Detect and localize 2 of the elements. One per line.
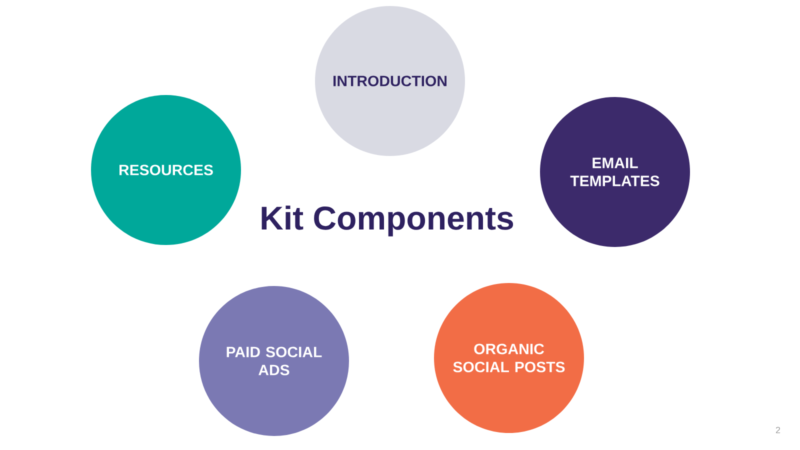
title: Kit Components: [262, 206, 514, 236]
page-number: 2: [776, 426, 780, 434]
